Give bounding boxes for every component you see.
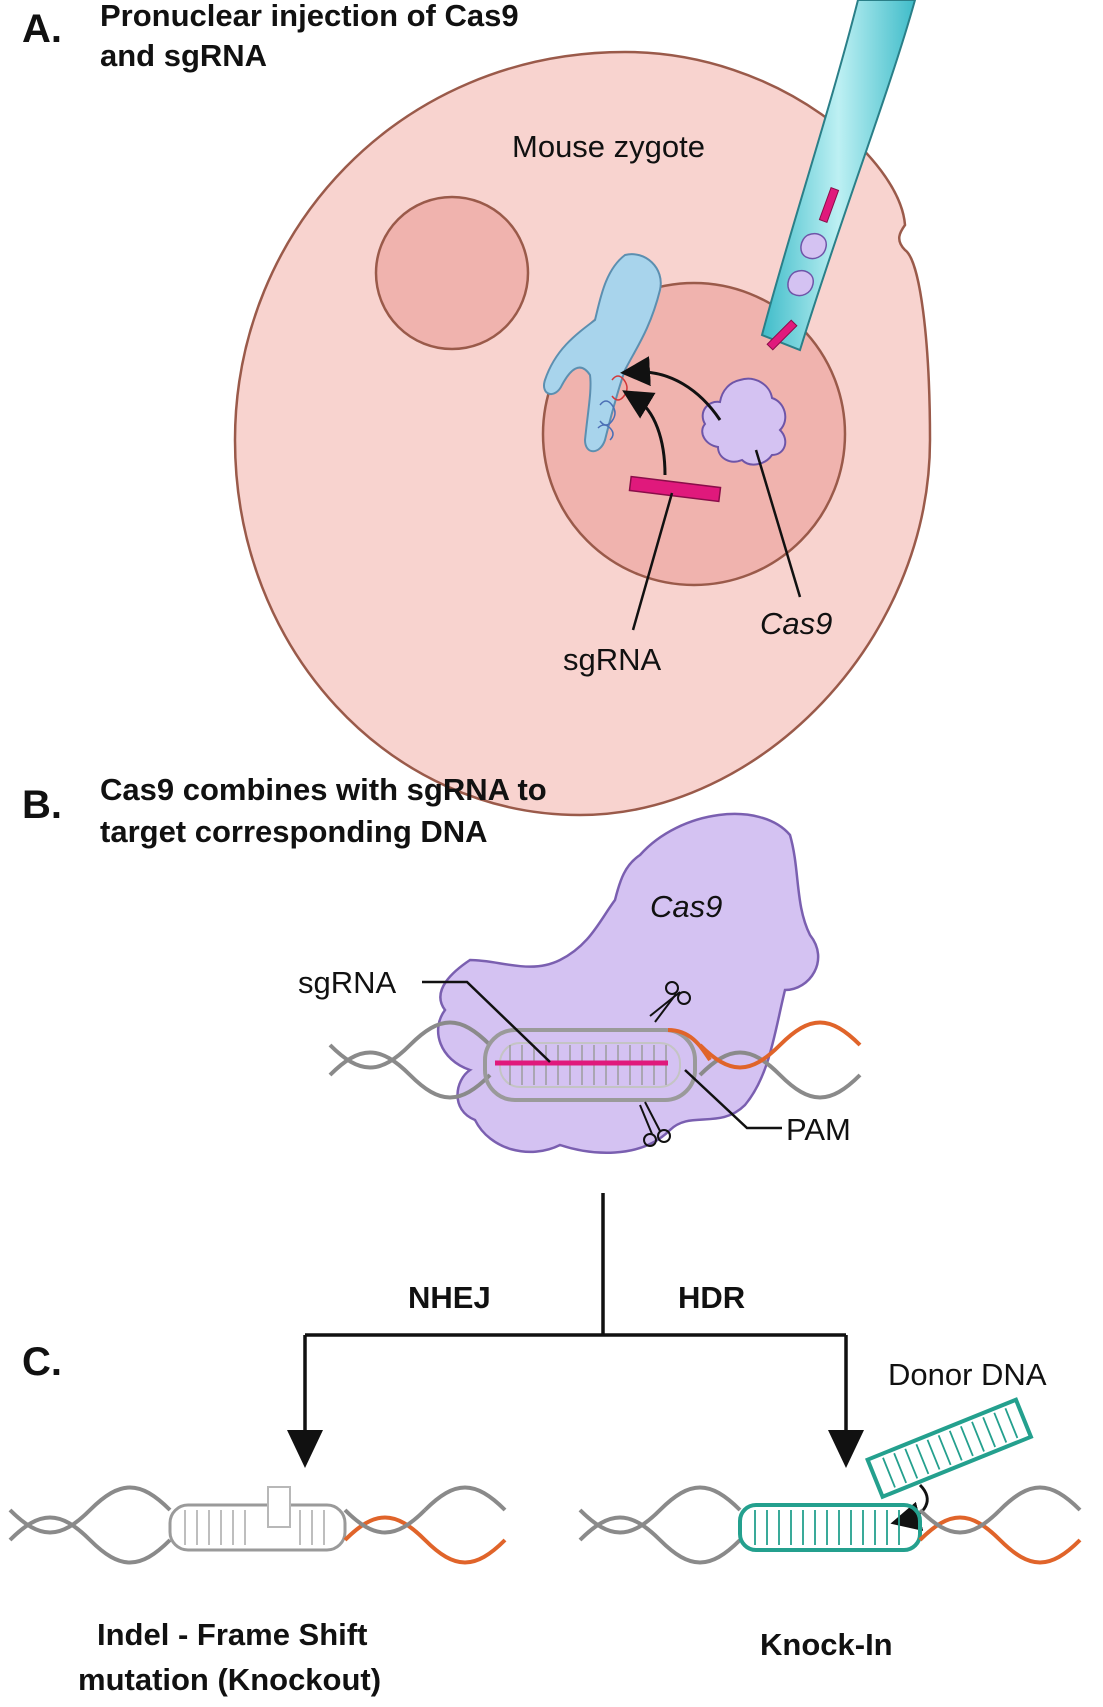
- panel-a: A. Pronuclear injection of Cas9 and sgRN…: [22, 0, 932, 817]
- cas9-label-b: Cas9: [650, 889, 722, 924]
- sgrna-label-a: sgRNA: [563, 642, 662, 677]
- knockin-label: Knock-In: [760, 1627, 893, 1662]
- injection-pipette: [760, 0, 917, 352]
- chromosome: [543, 253, 662, 453]
- branch-lines: [303, 1193, 848, 1440]
- panel-b-title-line2: target corresponding DNA: [100, 814, 488, 849]
- pronucleus-left: [374, 195, 530, 351]
- cas9-label-a: Cas9: [760, 606, 832, 641]
- knockout-label-line2: mutation (Knockout): [78, 1662, 381, 1697]
- sgrna-bar: [628, 475, 722, 503]
- donor-insert-arrow: [890, 1483, 929, 1531]
- nhej-arrowhead: [287, 1430, 323, 1468]
- cas9-leader-line: [754, 449, 802, 598]
- zygote-label: Mouse zygote: [512, 129, 705, 164]
- nhej-label: NHEJ: [408, 1280, 491, 1315]
- panel-a-letter: A.: [22, 7, 62, 51]
- dna-helix-b: [328, 1020, 862, 1100]
- panel-b: B. Cas9 combines with sgRNA to target co…: [22, 772, 862, 1154]
- sgrna-label-b: sgRNA: [298, 965, 397, 1000]
- mouse-zygote: Mouse zygote: [233, 0, 932, 817]
- sgrna-leader-line: [631, 492, 674, 631]
- panel-b-letter: B.: [22, 783, 62, 827]
- panel-c: C. NHEJ HDR Indel - Fram: [8, 1193, 1082, 1697]
- panel-a-title-line2: and sgRNA: [100, 38, 267, 73]
- nhej-dna-rungs: [184, 1510, 325, 1545]
- donor-dna-label: Donor DNA: [888, 1357, 1047, 1392]
- cas9-complex: [436, 812, 820, 1154]
- knockout-label-line1: Indel - Frame Shift: [97, 1617, 367, 1652]
- pam-strand: [667, 1028, 712, 1062]
- hdr-arrowhead: [828, 1430, 864, 1468]
- hdr-dna-rungs: [754, 1510, 900, 1545]
- scissors-icon: [639, 981, 691, 1147]
- arrow-cas9-to-chromosome: [620, 356, 722, 421]
- arrow-sgrna-to-chromosome: [622, 390, 667, 476]
- sgrna-leader-line-b: [422, 980, 551, 1063]
- cas9-protein: [701, 377, 787, 466]
- pam-label: PAM: [786, 1112, 851, 1147]
- hdr-label: HDR: [678, 1280, 745, 1315]
- nhej-dna: [8, 1485, 507, 1565]
- panel-b-title-line1: Cas9 combines with sgRNA to: [100, 772, 547, 807]
- donor-dna: [865, 1397, 1034, 1500]
- hdr-dna: [578, 1485, 1082, 1565]
- pam-leader-line: [684, 1069, 782, 1130]
- panel-a-title-line1: Pronuclear injection of Cas9: [100, 0, 519, 33]
- panel-c-letter: C.: [22, 1340, 62, 1384]
